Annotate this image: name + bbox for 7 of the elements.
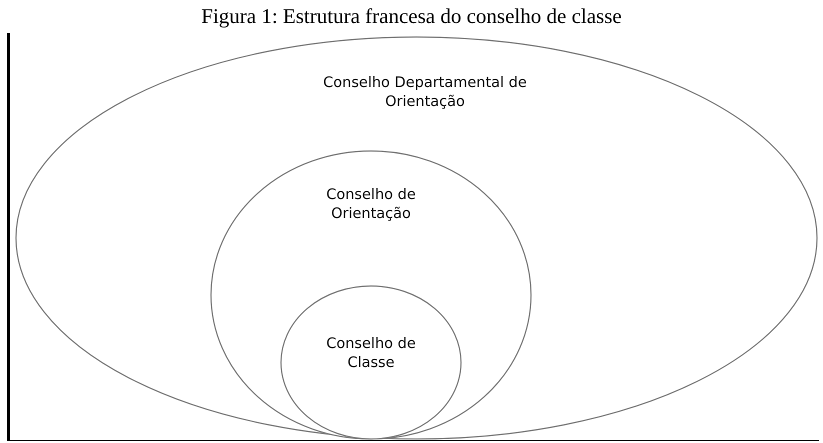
figure-title: Figura 1: Estrutura francesa do conselho de classe — [200, 4, 623, 29]
ellipse-shape — [210, 150, 532, 440]
ellipse-shape — [15, 36, 818, 440]
node-label: Conselho Departamental de Orientação — [322, 74, 528, 112]
node-label: Conselho de Orientação — [325, 186, 417, 224]
node-label: Conselho de Classe — [325, 335, 417, 373]
ellipse-shape — [280, 285, 462, 440]
